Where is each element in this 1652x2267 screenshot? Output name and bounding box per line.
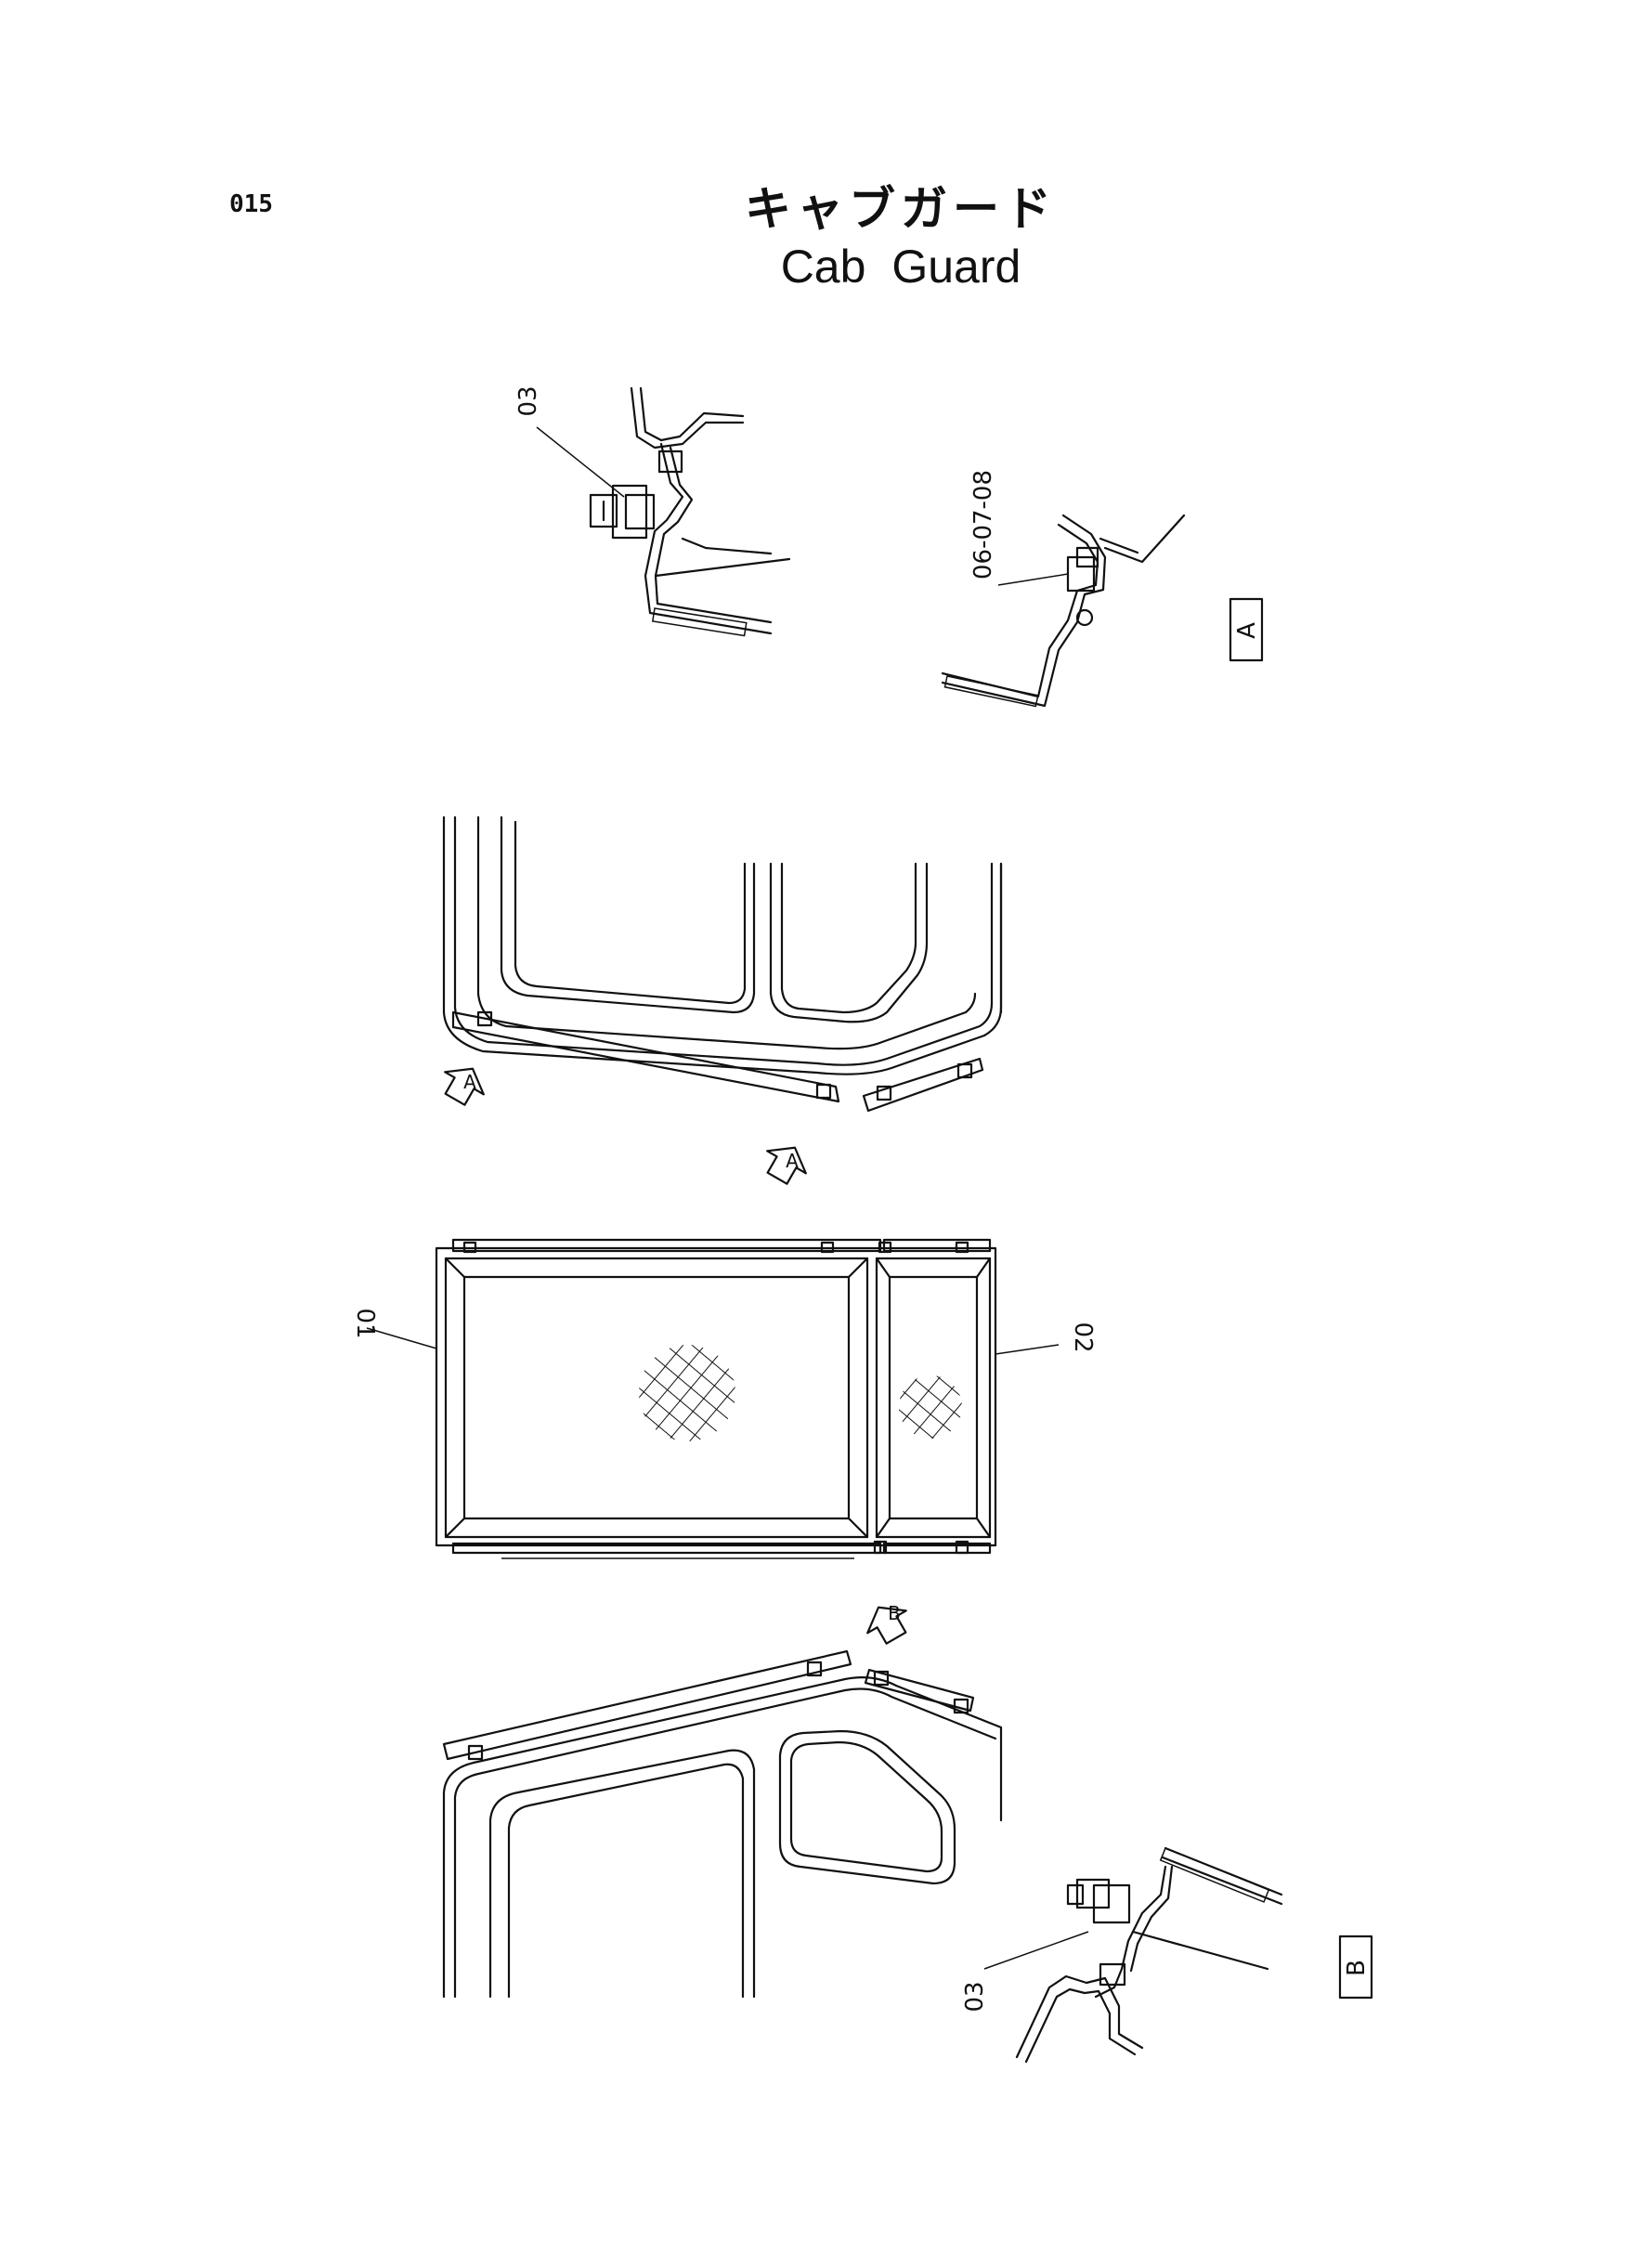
mesh-pattern xyxy=(639,1345,735,1441)
cab-upper-view: A A xyxy=(442,815,1003,1185)
arrow-b: B xyxy=(866,1602,907,1645)
svg-text:B: B xyxy=(888,1602,901,1624)
view-a-box xyxy=(1229,597,1264,662)
mesh-pattern xyxy=(899,1375,962,1439)
arrow-a-1: A xyxy=(444,1067,485,1106)
callout-03-top: 03 xyxy=(514,385,542,416)
callout-02: 02 xyxy=(1069,1322,1097,1352)
detail-view-b: 03 B xyxy=(961,1846,1373,2064)
callout-01: 01 xyxy=(351,1308,379,1338)
view-b-label: B xyxy=(1343,1960,1371,1976)
view-b-bolt-head xyxy=(1092,1883,1131,1924)
callout-06-07-08: 06-07-08 xyxy=(969,470,997,580)
svg-text:A: A xyxy=(463,1071,476,1093)
guard-panels: 01 02 xyxy=(351,1238,1097,1559)
cab-lower-view: B xyxy=(442,1602,1003,1999)
page-number: 015 xyxy=(229,190,273,218)
panel-02 xyxy=(875,1257,992,1539)
detail-top-left: 03 xyxy=(514,385,791,637)
detail-view-a: 06-07-08 A xyxy=(941,470,1264,708)
clip xyxy=(657,449,683,474)
view-a-label: A xyxy=(1233,622,1261,639)
title-english: Cab Guard xyxy=(780,241,1021,293)
title-block: キャブガード Cab Guard xyxy=(650,181,1151,296)
callout-03-bottom: 03 xyxy=(961,1981,989,2012)
view-a-bolt xyxy=(1066,555,1096,593)
leader-03-bottom xyxy=(983,1931,1089,1970)
svg-text:A: A xyxy=(786,1150,799,1172)
arrow-a-2: A xyxy=(766,1146,807,1185)
leader-01 xyxy=(366,1327,437,1349)
panel-01 xyxy=(444,1257,869,1539)
bolt-head xyxy=(611,484,648,540)
view-b-box xyxy=(1338,1935,1373,2000)
nut xyxy=(589,493,618,528)
leader-06-07-08 xyxy=(997,573,1069,586)
leader-03-top xyxy=(536,426,625,498)
title-japanese: キャブガード xyxy=(745,182,1057,236)
leader-02 xyxy=(995,1344,1060,1355)
